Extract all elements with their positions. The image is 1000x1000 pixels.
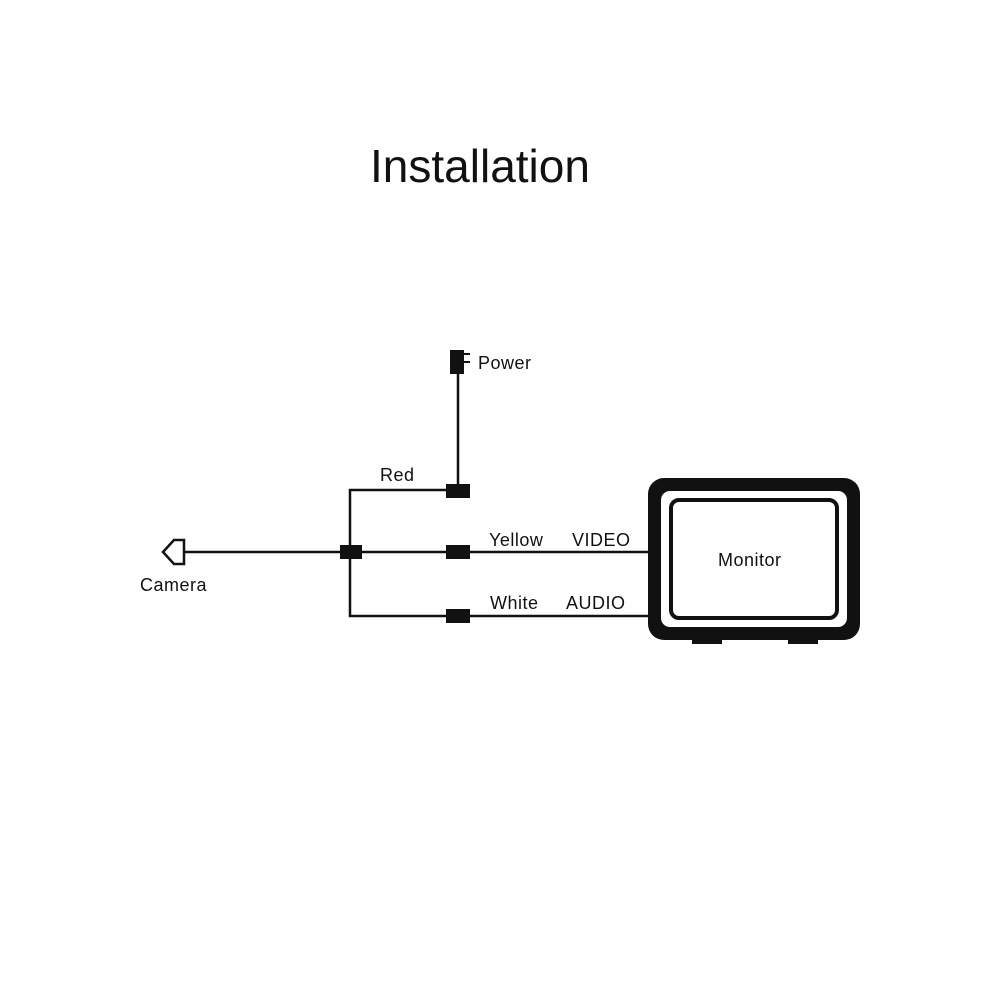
- video-label: VIDEO: [572, 530, 631, 550]
- yellow-label: Yellow: [489, 530, 544, 550]
- white-label: White: [490, 593, 539, 613]
- page-title: Installation: [370, 140, 590, 192]
- splitter-junction: [340, 545, 362, 559]
- power-plug-icon: [450, 350, 470, 374]
- wires: [185, 372, 652, 618]
- red-label: Red: [380, 465, 415, 485]
- connectors: [340, 484, 470, 623]
- white-connector: [446, 609, 470, 623]
- white-audio-wire: [348, 558, 450, 618]
- red-power-wire: [348, 488, 450, 546]
- power-label: Power: [478, 353, 532, 373]
- monitor-icon: [648, 478, 860, 644]
- monitor-label: Monitor: [718, 550, 782, 570]
- camera-label: Camera: [140, 575, 208, 595]
- audio-label: AUDIO: [566, 593, 626, 613]
- camera-icon: [161, 538, 186, 566]
- red-connector: [446, 484, 470, 498]
- yellow-connector: [446, 545, 470, 559]
